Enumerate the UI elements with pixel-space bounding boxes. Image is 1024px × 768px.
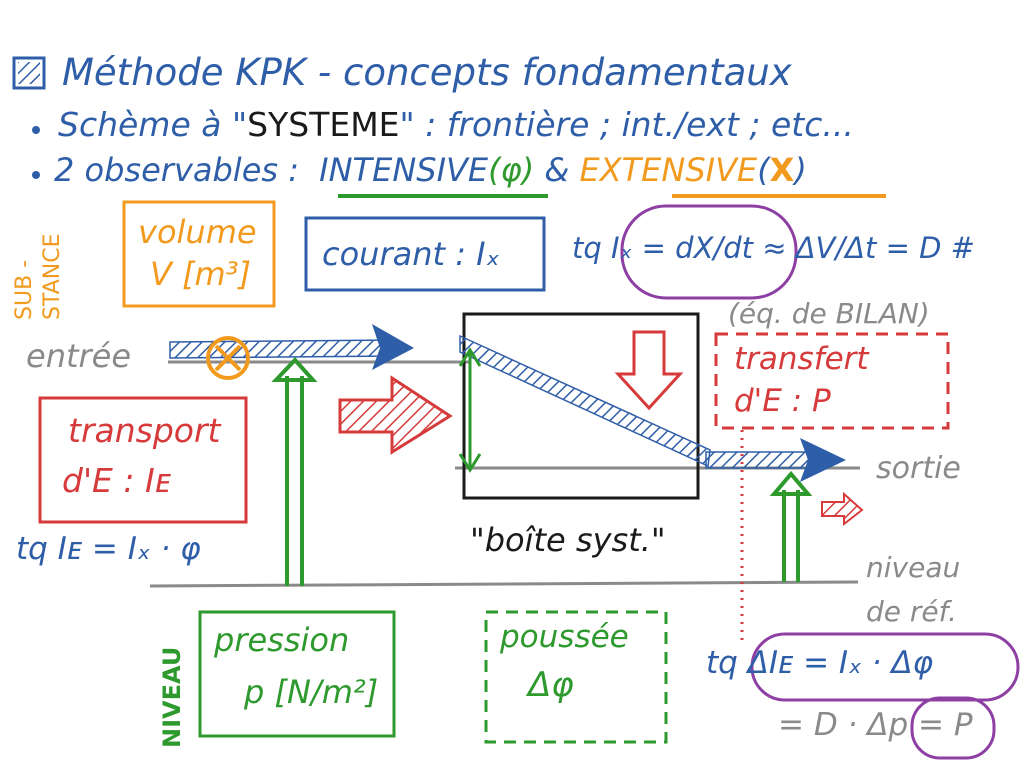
p-result-ellipse xyxy=(910,696,996,760)
poussee-title: poussée xyxy=(500,619,629,655)
system-box xyxy=(462,312,700,500)
extensive-symbol: X xyxy=(769,151,795,189)
title-line: Méthode KPK - concepts fondamentaux xyxy=(62,51,792,94)
energy-transfer-down-arrow xyxy=(614,330,684,411)
observables-line: 2 observables : INTENSIVE(φ) & EXTENSIVE… xyxy=(54,154,807,186)
substance-side-label: SUB - STANCE xyxy=(12,190,65,320)
transfert-box xyxy=(714,332,950,430)
poussee-symbol: Δφ xyxy=(528,665,574,705)
bullet-dot-1 xyxy=(32,126,40,134)
pression-unit: p [N/m²] xyxy=(244,673,379,711)
niveau-ref-line xyxy=(149,580,859,588)
volume-box xyxy=(122,200,276,308)
system-box-label: "boîte syst." xyxy=(470,521,666,559)
intensive-symbol: (φ) xyxy=(488,151,535,189)
ix-formula: tq Iₓ = dX/dt ≈ ΔV/Δt = D # xyxy=(572,231,975,265)
pressure-level-arrow-right xyxy=(769,470,813,582)
ix-ellipse xyxy=(620,204,798,300)
pressure-level-arrow-left xyxy=(271,357,318,586)
extensive-word: EXTENSIVE xyxy=(579,151,758,189)
delta-ie-formula: tq ΔIᴇ = Iₓ · Δφ xyxy=(706,645,934,681)
substance-side-label-bottom: STANCE xyxy=(40,233,65,320)
delta-ie-ellipse xyxy=(750,632,1020,702)
entry-marker-icon xyxy=(206,336,250,380)
intensive-word: INTENSIVE xyxy=(319,151,489,189)
system-word: SYSTEME xyxy=(247,105,400,144)
entree-label: entrée xyxy=(26,337,132,375)
substance-flow-arrow xyxy=(169,324,846,482)
pressure-difference-arrow xyxy=(458,347,482,473)
substance-side-label-top: SUB - xyxy=(12,259,37,320)
and-symbol: & xyxy=(544,151,570,189)
reference-level-label-2: de réf. xyxy=(866,595,957,628)
scheme-line: Schème à "SYSTEME" : frontière ; int./ex… xyxy=(58,108,854,141)
pression-box xyxy=(198,610,396,738)
transport-current: d'E : Iᴇ xyxy=(62,461,171,500)
sortie-label: sortie xyxy=(876,451,961,486)
power-formula: = D · Δp = P xyxy=(778,707,973,743)
extensive-open-paren: ( xyxy=(757,151,770,189)
transfert-title: transfert xyxy=(734,341,869,377)
bilan-label: (éq. de BILAN) xyxy=(728,297,930,330)
scheme-suffix: " : frontière ; int./ext ; etc... xyxy=(399,105,854,144)
pression-title: pression xyxy=(214,621,350,659)
poussee-box xyxy=(484,610,668,744)
transfert-power: d'E : P xyxy=(734,383,831,419)
courant-box xyxy=(304,216,546,292)
courant-label: courant : Iₓ xyxy=(322,235,500,273)
extensive-close-paren: ) xyxy=(794,151,807,189)
energy-transport-arrow xyxy=(338,375,453,455)
volume-unit: V [m³] xyxy=(150,255,252,293)
transport-box xyxy=(38,396,248,524)
transport-title: transport xyxy=(68,411,221,450)
bullet-dot-2 xyxy=(32,171,40,179)
niveau-side-label: NIVEAU xyxy=(158,646,186,748)
reference-level-label-1: niveau xyxy=(866,551,961,584)
scheme-prefix: Schème à " xyxy=(58,105,248,144)
volume-title: volume xyxy=(138,213,257,251)
title-checkbox-icon xyxy=(12,56,46,90)
observables-prefix: 2 observables : xyxy=(54,151,299,189)
transport-formula: tq Iᴇ = Iₓ · φ xyxy=(16,531,201,567)
energy-output-arrow xyxy=(821,491,864,527)
